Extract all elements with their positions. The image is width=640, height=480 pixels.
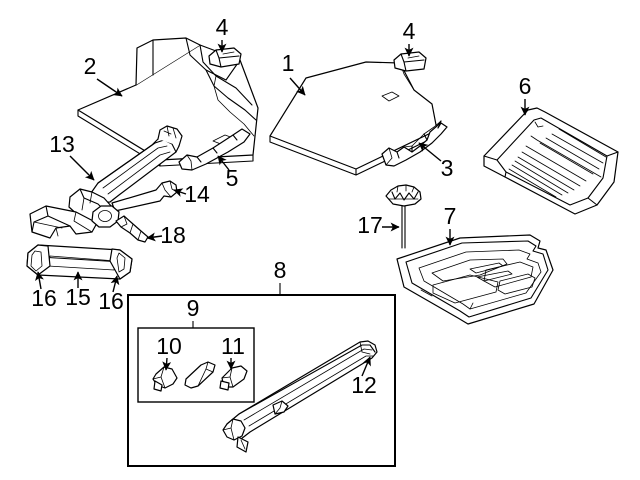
callout-label-14: 14 [184, 181, 210, 207]
part-tool-tray[interactable] [396, 234, 554, 325]
leader-1 [289, 77, 306, 96]
leader-lines [35, 40, 530, 377]
callout-label-1: 1 [282, 50, 295, 76]
callout-label-18: 18 [160, 222, 186, 248]
leader-13 [69, 155, 95, 181]
callout-label-10: 10 [156, 333, 182, 359]
leader-14 [173, 188, 187, 197]
callout-label-9: 9 [187, 295, 200, 321]
callout-labels: 1 2 3 4 4 5 6 7 8 9 10 11 12 13 14 15 16… [31, 14, 531, 398]
leader-16-left [35, 271, 44, 290]
callout-label-16a: 16 [31, 285, 57, 311]
leader-10 [162, 357, 172, 371]
callout-label-7: 7 [444, 203, 457, 229]
callout-label-4b: 4 [403, 18, 416, 44]
part-end-cap-right[interactable] [219, 365, 248, 391]
callout-label-12: 12 [351, 372, 377, 398]
part-tool-case[interactable] [26, 244, 133, 280]
part-cap-sleeve-middle[interactable] [184, 361, 216, 389]
part-access-cover-cap-right[interactable] [393, 51, 427, 72]
callout-label-3: 3 [441, 155, 454, 181]
leader-12 [361, 356, 371, 377]
callout-label-17: 17 [357, 212, 383, 238]
callout-label-15: 15 [65, 284, 91, 310]
leader-16-right [110, 275, 120, 293]
callout-label-16b: 16 [98, 288, 124, 314]
callout-label-8: 8 [274, 257, 287, 283]
callout-label-6: 6 [519, 73, 532, 99]
callout-label-5: 5 [226, 165, 239, 191]
leader-5 [217, 155, 230, 171]
leader-18 [146, 232, 163, 242]
callout-label-13: 13 [49, 131, 75, 157]
callout-label-11: 11 [221, 333, 245, 359]
leader-2 [96, 78, 123, 97]
part-cargo-floor-panel[interactable] [269, 61, 438, 176]
part-ribbed-storage-tray[interactable] [483, 107, 619, 215]
callout-label-2: 2 [84, 53, 97, 79]
callout-label-4a: 4 [216, 14, 229, 40]
part-cargo-track-rail[interactable] [222, 340, 378, 453]
part-tow-eye-hook[interactable] [91, 205, 149, 243]
group-box-8 [127, 294, 396, 467]
part-tool-case-end-cap-right[interactable] [109, 248, 133, 280]
part-support-rod[interactable] [178, 128, 251, 171]
part-end-cap-left[interactable] [152, 366, 178, 392]
inset-box-9 [137, 327, 255, 403]
part-spare-tire-wing-nut[interactable] [385, 184, 422, 249]
leader-3 [418, 142, 442, 162]
part-tool-case-end-cap-left[interactable] [26, 244, 51, 276]
